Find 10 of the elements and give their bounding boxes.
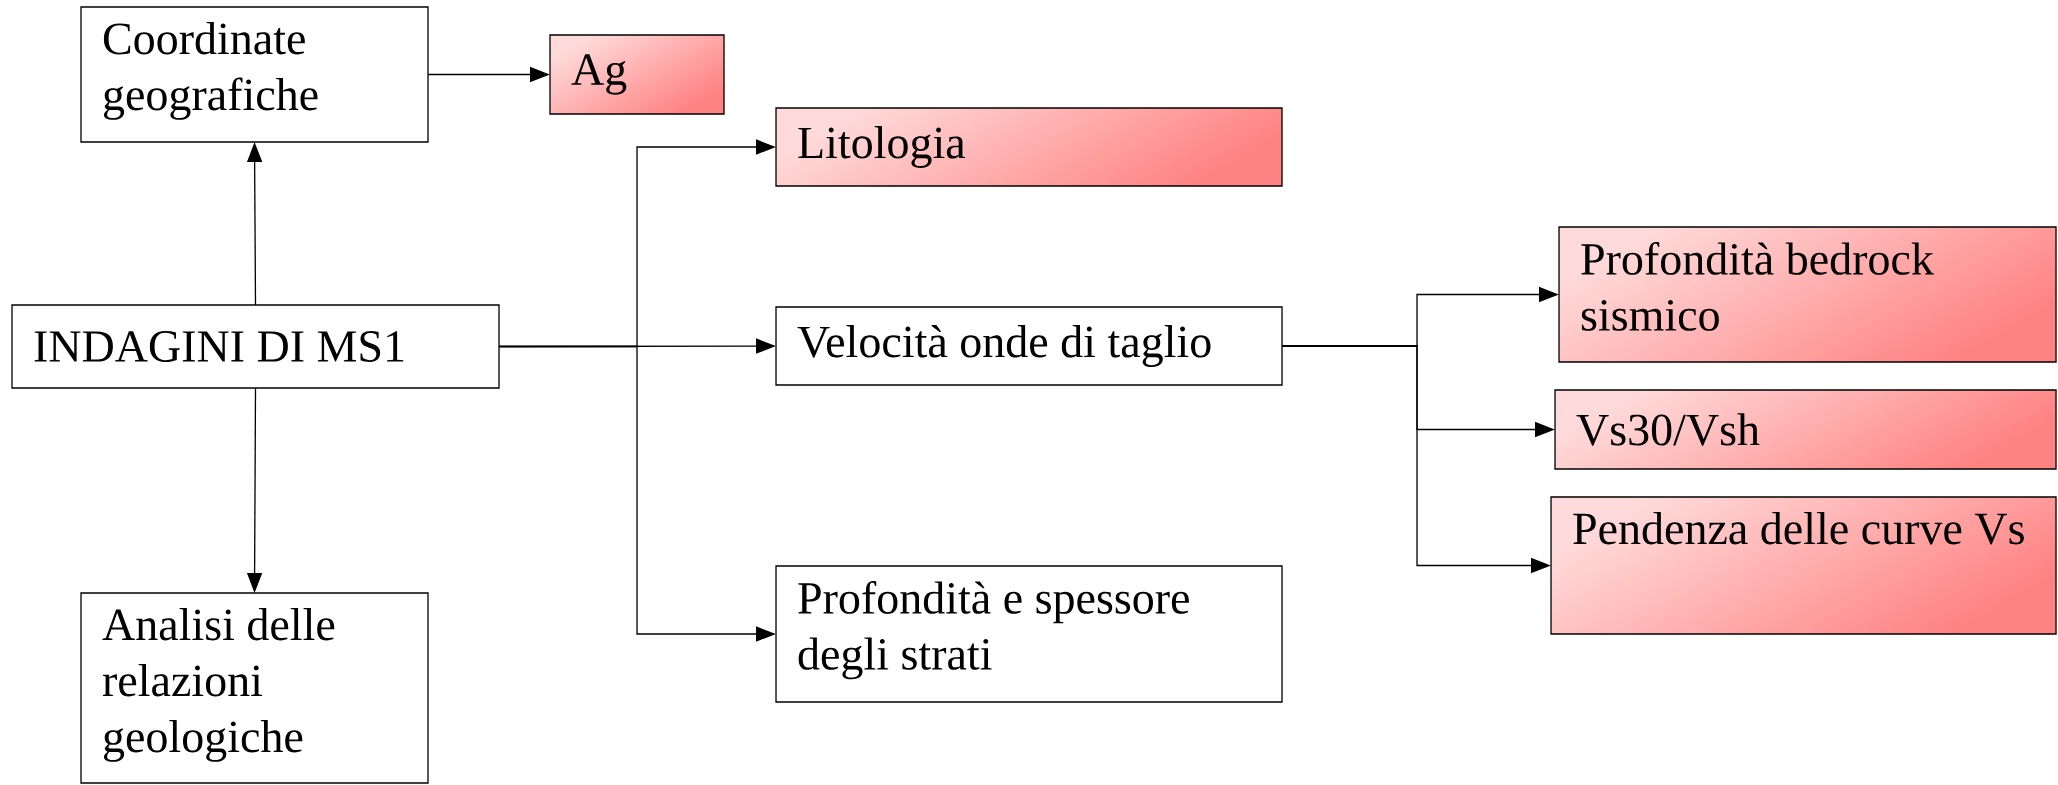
process-box: Coordinate geografiche xyxy=(80,6,429,143)
process-box: Vs30/Vsh xyxy=(1554,389,2057,470)
process-box: Analisi delle relazioni geologiche xyxy=(80,592,429,784)
process-box: Profondità bedrock sismico xyxy=(1558,226,2057,363)
process-box: Pendenza delle curve Vs xyxy=(1550,496,2057,635)
process-box: INDAGINI DI MS1 xyxy=(11,304,500,389)
process-box: Litologia xyxy=(775,107,1283,187)
process-box: Profondità e spessore degli strati xyxy=(775,565,1283,703)
process-box: Velocità onde di taglio xyxy=(775,306,1283,386)
process-box: Ag xyxy=(549,34,725,115)
